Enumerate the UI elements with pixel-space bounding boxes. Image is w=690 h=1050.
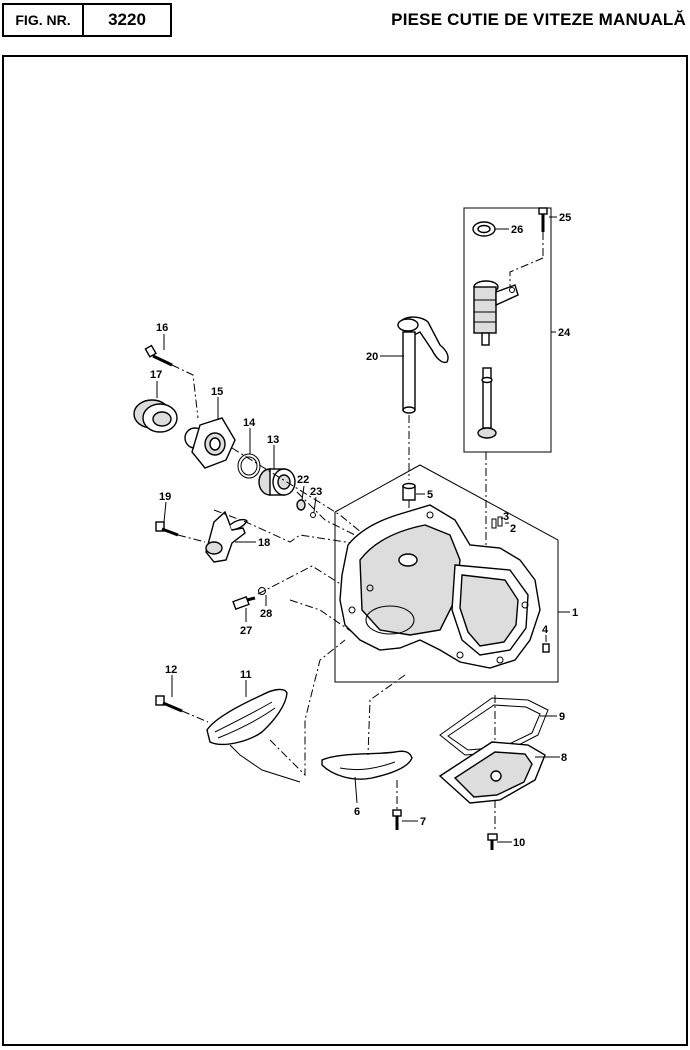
callout-22: 22	[297, 474, 309, 486]
washer-28	[258, 587, 266, 595]
callout-8: 8	[561, 752, 567, 764]
callout-10: 10	[513, 837, 525, 849]
dowel-4	[542, 643, 550, 653]
bolt-12	[155, 695, 183, 713]
seal-ring-26	[472, 221, 496, 237]
callout-19: 19	[159, 491, 171, 503]
shift-lever-18	[205, 510, 248, 563]
housing-outline-box	[334, 464, 559, 683]
callout-23: 23	[310, 486, 322, 498]
callout-28: 28	[260, 608, 272, 620]
side-cover-11	[206, 688, 288, 746]
transmission-housing-1	[339, 504, 541, 669]
bearing-retainer-15	[184, 417, 236, 469]
bolt-10	[487, 833, 498, 850]
bolt-25	[538, 207, 548, 232]
callout-3: 3	[503, 511, 509, 523]
snap-ring-14	[237, 453, 261, 479]
callout-15: 15	[211, 386, 223, 398]
dowel-pins-2-3	[491, 516, 503, 529]
callout-25: 25	[559, 212, 571, 224]
figure-number-box: FIG. NR. 3220	[2, 3, 172, 37]
page-title: PIESE CUTIE DE VITEZE MANUALĂ	[391, 10, 686, 29]
callout-27: 27	[240, 625, 252, 637]
callout-20: 20	[366, 351, 378, 363]
callout-4: 4	[542, 624, 549, 636]
bolt-16	[144, 344, 173, 367]
pin-23	[310, 512, 316, 518]
bolt-19	[155, 521, 179, 537]
callout-17: 17	[150, 369, 162, 381]
switch-27	[232, 595, 256, 611]
plug-5	[402, 482, 416, 501]
shift-fork-20	[397, 316, 449, 414]
callout-18: 18	[258, 537, 270, 549]
callout-26: 26	[511, 224, 523, 236]
callout-5: 5	[427, 489, 433, 501]
washer-22	[296, 499, 306, 511]
callout-6: 6	[354, 806, 360, 818]
bearing-13	[258, 468, 296, 496]
figure-number: 3220	[108, 10, 146, 29]
callout-16: 16	[156, 322, 168, 334]
oil-pan-8	[438, 741, 546, 804]
oil-plate-6	[321, 750, 413, 780]
shift-assembly-box	[463, 207, 552, 453]
diagram-frame	[2, 55, 688, 1046]
callout-24: 24	[558, 327, 571, 339]
callout-1: 1	[572, 607, 578, 619]
callout-14: 14	[243, 417, 256, 429]
callout-7: 7	[420, 816, 426, 828]
callout-12: 12	[165, 664, 177, 676]
callout-13: 13	[267, 434, 279, 446]
leader-lines	[156, 216, 570, 843]
callout-9: 9	[559, 711, 565, 723]
figure-label: FIG. NR.	[4, 5, 84, 35]
callout-2: 2	[510, 523, 516, 535]
oil-seal-17	[133, 399, 178, 433]
shift-shaft-24	[473, 280, 519, 439]
callout-11: 11	[240, 669, 252, 681]
bolt-7	[392, 809, 402, 830]
